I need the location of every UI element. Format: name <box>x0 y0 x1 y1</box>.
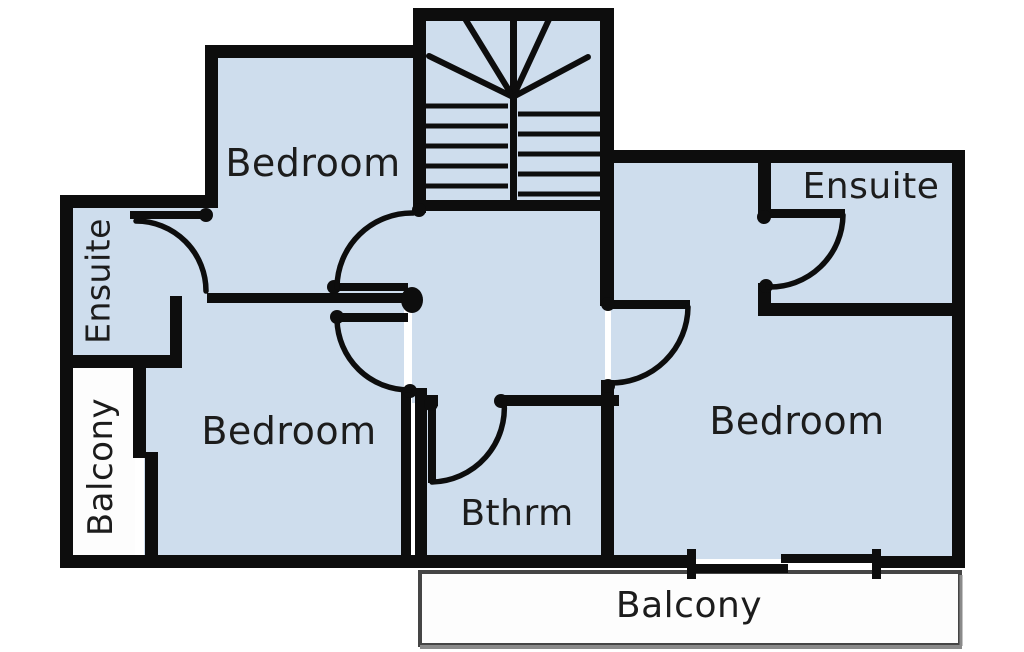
label-ensuite-right: Ensuite <box>802 166 940 207</box>
wall-bottom-right <box>873 556 965 568</box>
door-leaf-ensuite-right <box>768 209 845 218</box>
stairs-treads-right <box>518 111 601 197</box>
wall-bottom-left <box>60 555 695 568</box>
stairs <box>426 8 601 201</box>
balcony-left-deck <box>71 366 135 558</box>
door-arc-ensuite-left <box>133 218 209 294</box>
door-leaf-bathroom <box>428 408 436 483</box>
sliding-door-panel-outer <box>690 564 788 573</box>
balconies <box>71 366 963 649</box>
wall-ensuite-left-top <box>60 195 218 208</box>
label-balcony-left: Balcony <box>81 397 121 537</box>
label-bedroom-middle-left: Bedroom <box>201 409 377 453</box>
door-leaf-bedroom-right <box>610 300 690 309</box>
sliding-door-jamb-right <box>872 549 881 579</box>
landing-floor <box>412 205 605 403</box>
wall-ensuite-right-bottom <box>758 303 965 316</box>
door-arc-bathroom <box>429 398 508 485</box>
wall-right-outer <box>952 150 965 568</box>
wall-bedroom-left <box>205 45 218 208</box>
door-leaf-bedroom-middle <box>335 313 408 322</box>
wall-bedroom-divider <box>207 293 410 303</box>
walls <box>60 8 965 579</box>
stairs-treads-left <box>426 103 508 189</box>
wall-balcony-left-lower <box>145 452 158 565</box>
label-bedroom-top-left: Bedroom <box>225 141 401 185</box>
wall-bathroom-top <box>497 395 619 406</box>
wall-left-outer <box>60 195 73 568</box>
stairs-winder-fan <box>426 12 591 100</box>
door-leaves <box>130 209 845 483</box>
wall-ensuite-right-left-upper <box>758 156 771 218</box>
door-leaf-ensuite-left <box>130 211 212 219</box>
door-leaf-bedroom-top <box>333 283 408 291</box>
wall-bedroom-top <box>205 45 426 58</box>
door-arc-ensuite-right <box>765 212 846 290</box>
label-ensuite-left: Ensuite <box>78 218 118 344</box>
wall-midbedroom-right <box>401 388 411 565</box>
label-balcony-bottom: Balcony <box>615 585 763 626</box>
door-arcs <box>133 210 846 485</box>
bedroom-middle-left-floor <box>144 296 404 558</box>
wall-bathroom-left <box>415 388 427 565</box>
label-bathroom: Bthrm <box>460 493 574 534</box>
wall-stairs-top <box>420 8 613 21</box>
label-bedroom-right: Bedroom <box>709 399 885 443</box>
wall-top-right <box>607 150 965 163</box>
wall-balcony-left-upper <box>133 362 146 458</box>
wall-ensuite-left-bottom <box>60 355 182 368</box>
wall-bathroom-right <box>601 380 614 568</box>
door-arc-bedroom-middle <box>334 317 412 393</box>
wall-stairs-left <box>413 8 426 213</box>
sliding-door-panel-inner <box>781 554 880 563</box>
door-arc-bedroom-right <box>608 304 691 386</box>
stairs-center-divider <box>510 8 517 201</box>
wall-ensuite-left-right <box>170 296 182 362</box>
wall-landing-top <box>413 200 613 211</box>
door-arc-bedroom-top <box>334 210 416 290</box>
